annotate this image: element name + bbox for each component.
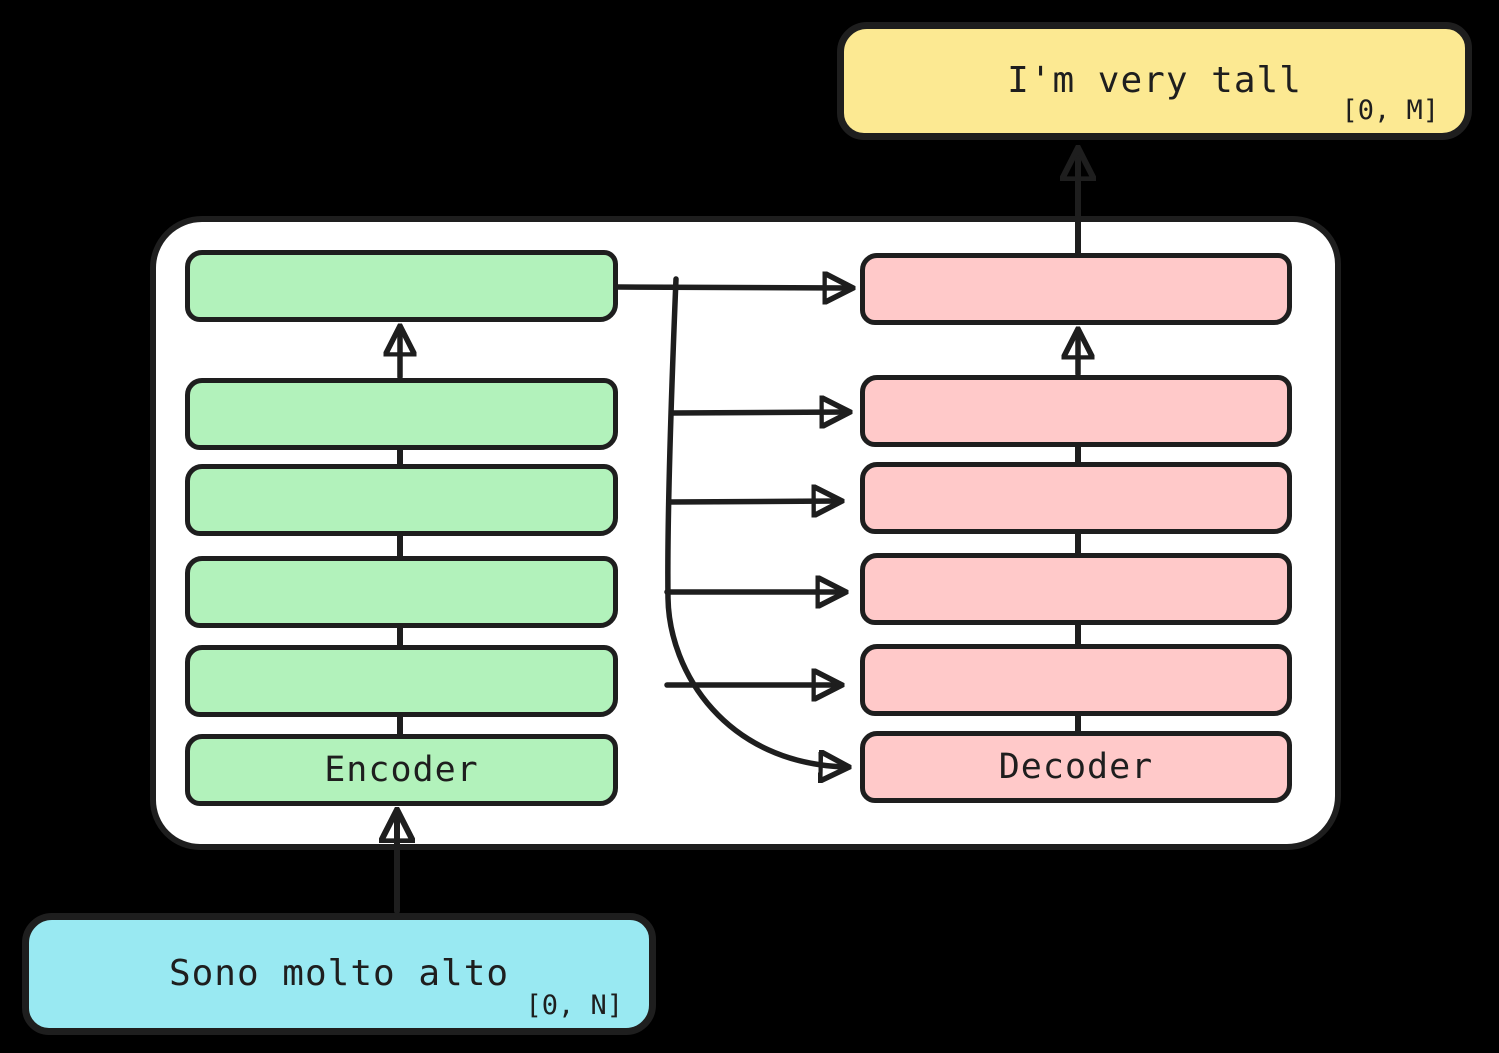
encoder-layer: [185, 378, 618, 450]
input-box: Sono molto alto [0, N]: [22, 913, 656, 1035]
decoder-layer-top: [860, 253, 1292, 325]
decoder-layer: [860, 644, 1292, 716]
encoder-layer: [185, 556, 618, 628]
encoder-layer: [185, 464, 618, 536]
decoder-layer: [860, 553, 1292, 625]
input-text: Sono molto alto: [168, 953, 510, 994]
decoder-label: Decoder: [998, 746, 1154, 787]
decoder-layer: [860, 375, 1292, 447]
input-range-label: [0, N]: [525, 990, 623, 1021]
output-box: I'm very tall [0, M]: [837, 22, 1472, 140]
encoder-layer-top: [185, 250, 618, 322]
output-range-label: [0, M]: [1341, 95, 1439, 126]
decoder-layer: [860, 462, 1292, 534]
encoder-base-layer: Encoder: [185, 734, 618, 806]
output-text: I'm very tall: [1007, 60, 1302, 101]
encoder-layer: [185, 645, 618, 717]
decoder-base-layer: Decoder: [860, 731, 1292, 803]
encoder-label: Encoder: [324, 749, 479, 790]
